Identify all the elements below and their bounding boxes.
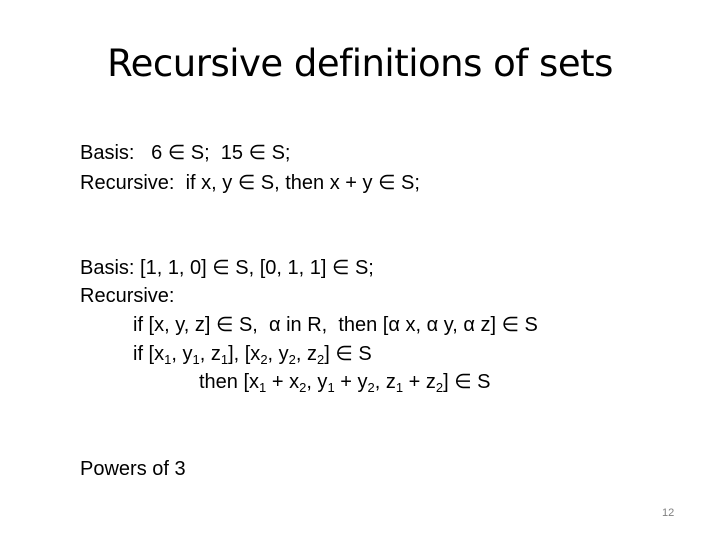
subscript: 1 (220, 352, 229, 367)
subscript: 2 (367, 380, 375, 395)
text-segment: , y (306, 371, 328, 393)
subscript: 2 (288, 352, 296, 367)
basis-line-1: Basis: 6 ∈ S; 15 ∈ S; (80, 142, 291, 164)
text-segment: ] ∈ S (324, 343, 372, 365)
recursive-rule-sum-result: then [x1 + x2, y1 + y2, z1 + z2] ∈ S (199, 370, 491, 394)
subscript: 1 (192, 352, 200, 367)
subscript: 1 (164, 352, 172, 367)
text-segment: , y (267, 343, 289, 365)
recursive-line-2: Recursive: (80, 285, 175, 307)
subscript: 2 (317, 352, 325, 367)
basis-line-2: Basis: [1, 1, 0] ∈ S, [0, 1, 1] ∈ S; (80, 257, 374, 279)
text-segment: , y (171, 343, 193, 365)
recursive-rule-scalar: if [x, y, z] ∈ S, α in R, then [α x, α y… (133, 314, 538, 336)
page-number: 12 (662, 507, 675, 519)
text-segment: , z (199, 343, 221, 365)
powers-of-3-line: Powers of 3 (80, 458, 186, 480)
recursive-rule-sum-condition: if [x1, y1, z1], [x2, y2, z2] ∈ S (133, 342, 372, 366)
text-segment: if [x (133, 343, 165, 365)
subscript: 2 (299, 380, 307, 395)
text-segment: + z (403, 371, 436, 393)
text-segment: ] ∈ S (443, 371, 491, 393)
text-segment: + y (334, 371, 368, 393)
subscript: 1 (395, 380, 404, 395)
subscript: 2 (260, 352, 268, 367)
subscript: 1 (327, 380, 335, 395)
recursive-line-1: Recursive: if x, y ∈ S, then x + y ∈ S; (80, 172, 420, 194)
slide-title: Recursive definitions of sets (107, 42, 613, 85)
subscript: 1 (259, 380, 267, 395)
subscript: 2 (435, 380, 444, 395)
text-segment: + x (266, 371, 300, 393)
text-segment: then [x (199, 371, 260, 393)
text-segment: ], [x (228, 343, 261, 365)
text-segment: , z (374, 371, 396, 393)
text-segment: , z (295, 343, 318, 365)
